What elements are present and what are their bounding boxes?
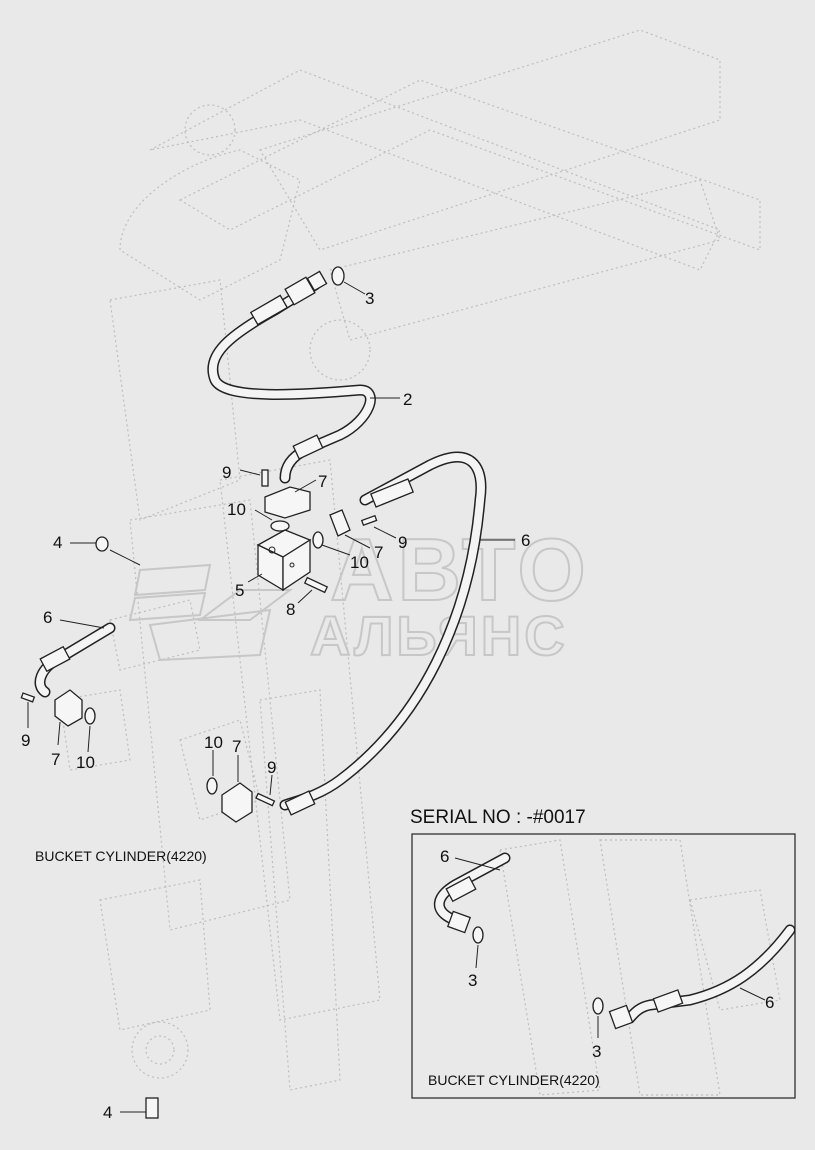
inset-label-o-ring-bottom: 3 (592, 1042, 601, 1061)
label-hose-upper: 2 (403, 390, 412, 409)
label-o-ring-mid: 10 (204, 733, 223, 752)
caption-main: BUCKET CYLINDER(4220) (35, 848, 207, 864)
bolt-mid (255, 792, 276, 807)
label-o-ring-right: 10 (350, 553, 369, 572)
clamp-top (264, 486, 311, 519)
bolt-left (20, 692, 36, 703)
label-hose-left: 6 (43, 608, 52, 627)
inset-label-hose-top: 6 (440, 847, 449, 866)
inset-label-hose-right: 6 (765, 993, 774, 1012)
ghost-boom-structure (59, 29, 761, 1091)
leader-lines (27, 281, 515, 1113)
valve-block (256, 529, 312, 592)
label-clamp-top: 7 (318, 472, 327, 491)
o-ring-mid (206, 777, 218, 795)
label-bolt-right: 9 (398, 533, 407, 552)
o-ring-left (84, 707, 96, 725)
caption-inset: BUCKET CYLINDER(4220) (428, 1072, 600, 1088)
clamp-left (54, 689, 83, 727)
label-o-ring-block: 10 (227, 500, 246, 519)
inset-ghost-structure (499, 839, 781, 1096)
inset-o-ring-top (472, 926, 484, 944)
clamp-mid (221, 782, 253, 823)
o-ring-block (270, 520, 290, 532)
label-hose-right: 6 (521, 531, 530, 550)
clamp-right (329, 509, 351, 537)
label-clamp-left: 7 (51, 750, 60, 769)
label-plug-bottom: 4 (103, 1103, 112, 1122)
plug-bottom (145, 1097, 159, 1119)
plug-top (95, 536, 109, 552)
inset-leader-4 (739, 987, 766, 1001)
inset-hose-right (608, 924, 796, 1030)
bolt-top (261, 469, 269, 487)
hose-left (34, 622, 116, 698)
inset-o-ring-bottom (592, 997, 604, 1015)
o-ring-right (312, 531, 324, 549)
bolt-right (360, 514, 378, 527)
label-o-ring-top: 3 (365, 289, 374, 308)
hose-upper (207, 270, 376, 484)
inset-hose-top (433, 852, 511, 934)
inset-label-o-ring-top: 3 (468, 971, 477, 990)
block-bolt (303, 576, 329, 594)
inset-frame (411, 833, 796, 1099)
o-ring-top (331, 266, 345, 286)
label-clamp-right: 7 (374, 543, 383, 562)
inset-leader-2 (475, 944, 479, 969)
label-valve-block: 5 (235, 581, 244, 600)
label-bolt-left: 9 (21, 731, 30, 750)
label-o-ring-left: 10 (76, 753, 95, 772)
inset-serial-title: SERIAL NO : -#0017 (410, 807, 586, 828)
hose-right (279, 451, 487, 816)
label-bolt-mid: 9 (267, 758, 276, 777)
label-bolt-top: 9 (222, 463, 231, 482)
inset-leader-1 (454, 857, 501, 871)
label-plug-top: 4 (53, 533, 62, 552)
label-clamp-mid: 7 (232, 737, 241, 756)
label-block-bolt: 8 (286, 600, 295, 619)
